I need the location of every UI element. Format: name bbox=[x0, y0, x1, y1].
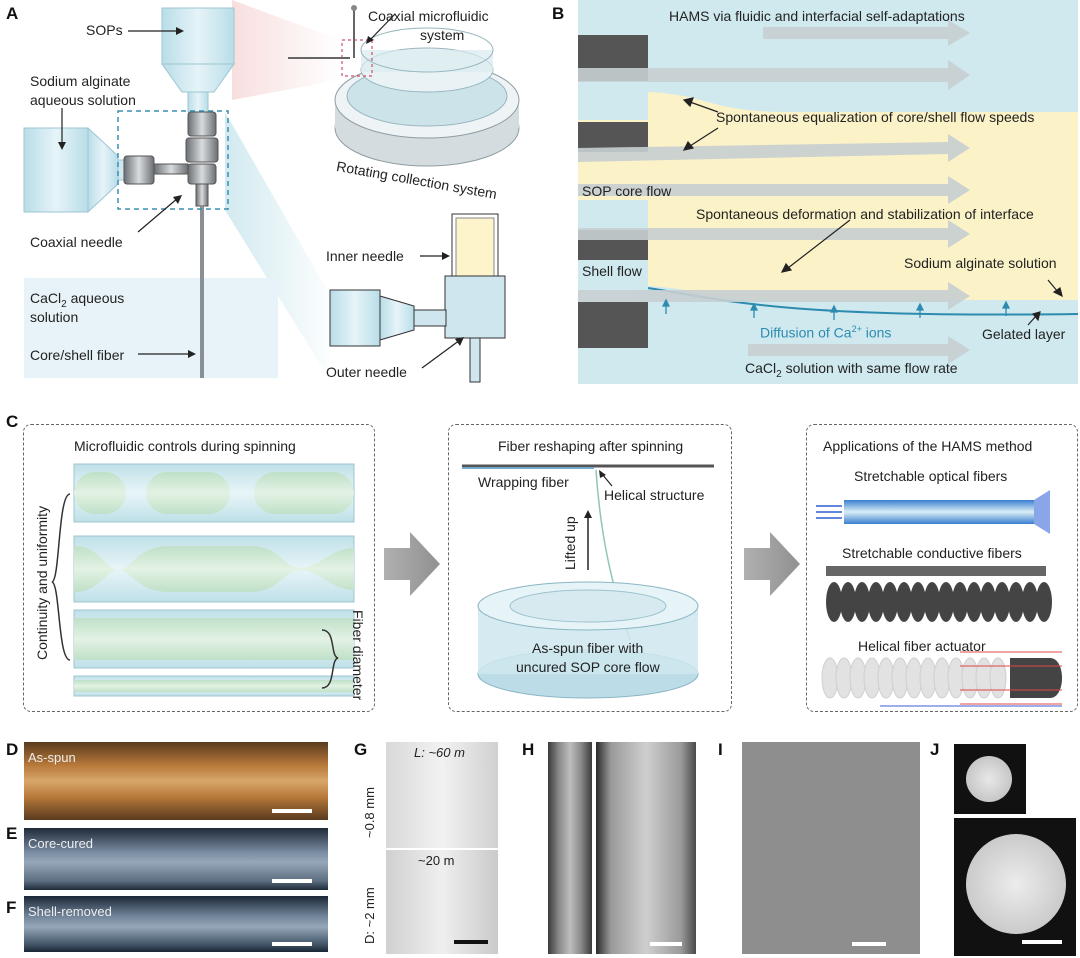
scale-bar-e bbox=[272, 879, 312, 883]
narrow-fiber-sem bbox=[548, 742, 592, 954]
core-cured-label: Core-cured bbox=[28, 836, 94, 851]
panel-f-letter: F bbox=[6, 898, 17, 917]
box1-title: Microfluidic controls during spinning bbox=[74, 438, 296, 454]
box3-title: Applications of the HAMS method bbox=[823, 438, 1033, 454]
equalization-label: Spontaneous equalization of core/shell f… bbox=[716, 109, 1035, 125]
sops-label: SOPs bbox=[86, 22, 123, 38]
optical-fibers-label: Stretchable optical fibers bbox=[854, 468, 1008, 484]
panel-e-letter: E bbox=[6, 824, 18, 843]
length-top-label: L: ~60 m bbox=[414, 745, 465, 760]
inner-needle-label: Inner needle bbox=[326, 248, 404, 264]
sodium-alginate-label-line1: Sodium alginate bbox=[30, 73, 131, 89]
shell-removed-label: Shell-removed bbox=[28, 904, 112, 919]
helical-structure-label: Helical structure bbox=[604, 487, 705, 503]
coaxial-needle-label: Coaxial needle bbox=[30, 234, 123, 250]
coaxial-system-label-line2: system bbox=[420, 27, 465, 43]
scale-bar-i bbox=[852, 942, 886, 946]
wrapping-fiber-label: Wrapping fiber bbox=[478, 474, 569, 490]
diffusion-label: Diffusion of Ca2+ ions bbox=[760, 324, 892, 341]
core-shell-fiber-label: Core/shell fiber bbox=[30, 347, 125, 363]
outer-needle-label: Outer needle bbox=[326, 364, 407, 380]
panel-a-illustration bbox=[23, 0, 520, 383]
panel-g-letter: G bbox=[354, 740, 368, 759]
panel-c-illustrations bbox=[49, 463, 1062, 707]
fiber-diameter-label: Fiber diameter bbox=[350, 610, 366, 701]
as-spun-label: As-spun bbox=[28, 750, 76, 765]
box2-title: Fiber reshaping after spinning bbox=[498, 438, 684, 454]
panel-j-letter: J bbox=[930, 740, 940, 759]
panel-c-letter: C bbox=[6, 412, 19, 431]
gelated-layer-label: Gelated layer bbox=[982, 326, 1066, 342]
scale-bar-d bbox=[272, 809, 312, 813]
coaxial-system-label-line1: Coaxial microfluidic bbox=[368, 8, 489, 24]
lifted-up-label: Lifted up bbox=[562, 516, 578, 570]
panel-a-letter: A bbox=[6, 4, 19, 23]
panel-b-flow-diagram bbox=[578, 0, 1078, 384]
surface-sem bbox=[742, 742, 920, 954]
scale-bar-j bbox=[1022, 940, 1062, 944]
panel-i-letter: I bbox=[718, 740, 723, 759]
diameter-top-label: ~0.8 mm bbox=[362, 787, 377, 838]
spool-small-photo bbox=[386, 742, 498, 848]
length-bottom-label: ~20 m bbox=[418, 853, 455, 868]
wide-fiber-sem bbox=[596, 742, 696, 954]
as-spun-micrograph bbox=[24, 742, 328, 820]
microfluidic-controls-box bbox=[23, 424, 375, 712]
conductive-fibers-label: Stretchable conductive fibers bbox=[842, 545, 1022, 561]
deformation-label: Spontaneous deformation and stabilizatio… bbox=[696, 206, 1034, 222]
as-spun-label-line1: As-spun fiber with bbox=[532, 640, 644, 656]
applications-box bbox=[806, 424, 1078, 712]
diameter-bottom-label: D: ~2 mm bbox=[362, 887, 377, 944]
as-spun-label-line2: uncured SOP core flow bbox=[516, 659, 660, 675]
cacl2-solution-label: solution bbox=[30, 309, 79, 325]
sop-core-flow-label: SOP core flow bbox=[582, 183, 672, 199]
hams-title: HAMS via fluidic and interfacial self-ad… bbox=[669, 8, 965, 24]
panel-d-letter: D bbox=[6, 740, 19, 759]
shell-flow-label: Shell flow bbox=[582, 263, 642, 279]
continuity-label: Continuity and uniformity bbox=[34, 505, 50, 660]
large-cross-section-sem bbox=[954, 818, 1076, 956]
sodium-alginate-label-line2: aqueous solution bbox=[30, 92, 136, 108]
small-cross-section-sem bbox=[954, 744, 1026, 814]
panel-h-letter: H bbox=[522, 740, 535, 759]
sodium-alginate-solution-label: Sodium alginate solution bbox=[904, 255, 1057, 271]
fiber-reshaping-box bbox=[448, 424, 732, 712]
scale-bar-h bbox=[650, 942, 682, 946]
spool-large-photo bbox=[386, 850, 498, 954]
scale-bar-g bbox=[454, 940, 488, 944]
scale-bar-f bbox=[272, 942, 312, 946]
cacl2-flow-label: CaCl2 solution with same flow rate bbox=[745, 360, 958, 380]
cacl2-aqueous-label: CaCl2 aqueous bbox=[30, 290, 125, 310]
actuator-label: Helical fiber actuator bbox=[858, 638, 986, 654]
panel-b-letter: B bbox=[552, 4, 565, 23]
